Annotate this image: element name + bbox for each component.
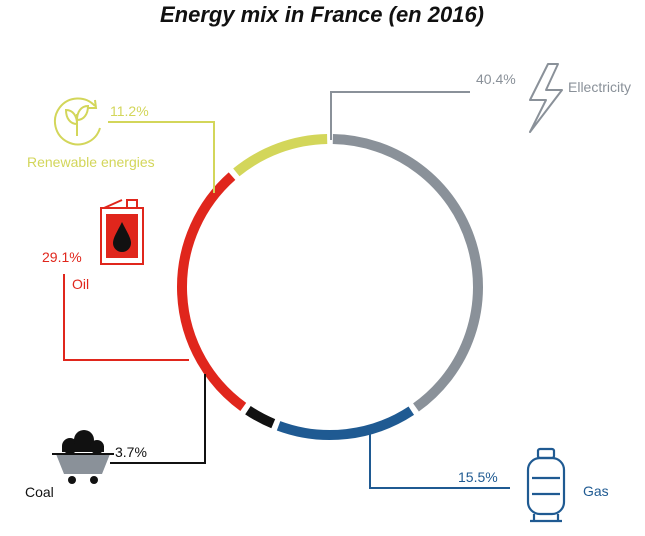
lightning-icon [529, 63, 563, 133]
coal-cart-icon [52, 430, 114, 484]
leaf-sprout-icon [53, 97, 101, 146]
series-label-gas: Gas [583, 483, 609, 499]
series-label-renewable: Renewable energies [27, 154, 155, 170]
leader-line-coal [110, 374, 206, 464]
series-group-renewable: 11.2% Renewable energies [27, 97, 215, 193]
leader-line-renewable [108, 121, 215, 193]
leader-line-gas [369, 434, 510, 489]
value-label-electricity: 40.4% [476, 71, 516, 87]
oil-canister-icon [100, 199, 144, 265]
series-group-coal: 3.7% Coal [25, 374, 206, 500]
gas-cylinder-icon [526, 447, 566, 523]
series-group-electricity: 40.4% Ellectricity [330, 63, 631, 140]
series-group-gas: 15.5% Gas [369, 434, 609, 523]
value-label-oil: 29.1% [42, 249, 82, 265]
arc-renewable-energies [233, 134, 328, 177]
series-label-coal: Coal [25, 484, 54, 500]
series-label-oil: Oil [72, 276, 89, 292]
series-label-electricity: Ellectricity [568, 79, 631, 95]
leader-line-electricity [330, 91, 470, 140]
arc-ellectricity [332, 134, 483, 412]
value-label-coal: 3.7% [115, 444, 147, 460]
donut-ring [177, 134, 483, 440]
arc-gas [276, 406, 415, 440]
series-group-oil: 29.1% Oil [42, 199, 189, 361]
value-label-renewable: 11.2% [110, 103, 149, 119]
value-label-gas: 15.5% [458, 469, 498, 485]
arc-coal [245, 405, 276, 429]
arc-oil [177, 172, 247, 411]
chart-title: Energy mix in France (en 2016) [160, 2, 484, 27]
leader-line-oil [63, 274, 189, 361]
